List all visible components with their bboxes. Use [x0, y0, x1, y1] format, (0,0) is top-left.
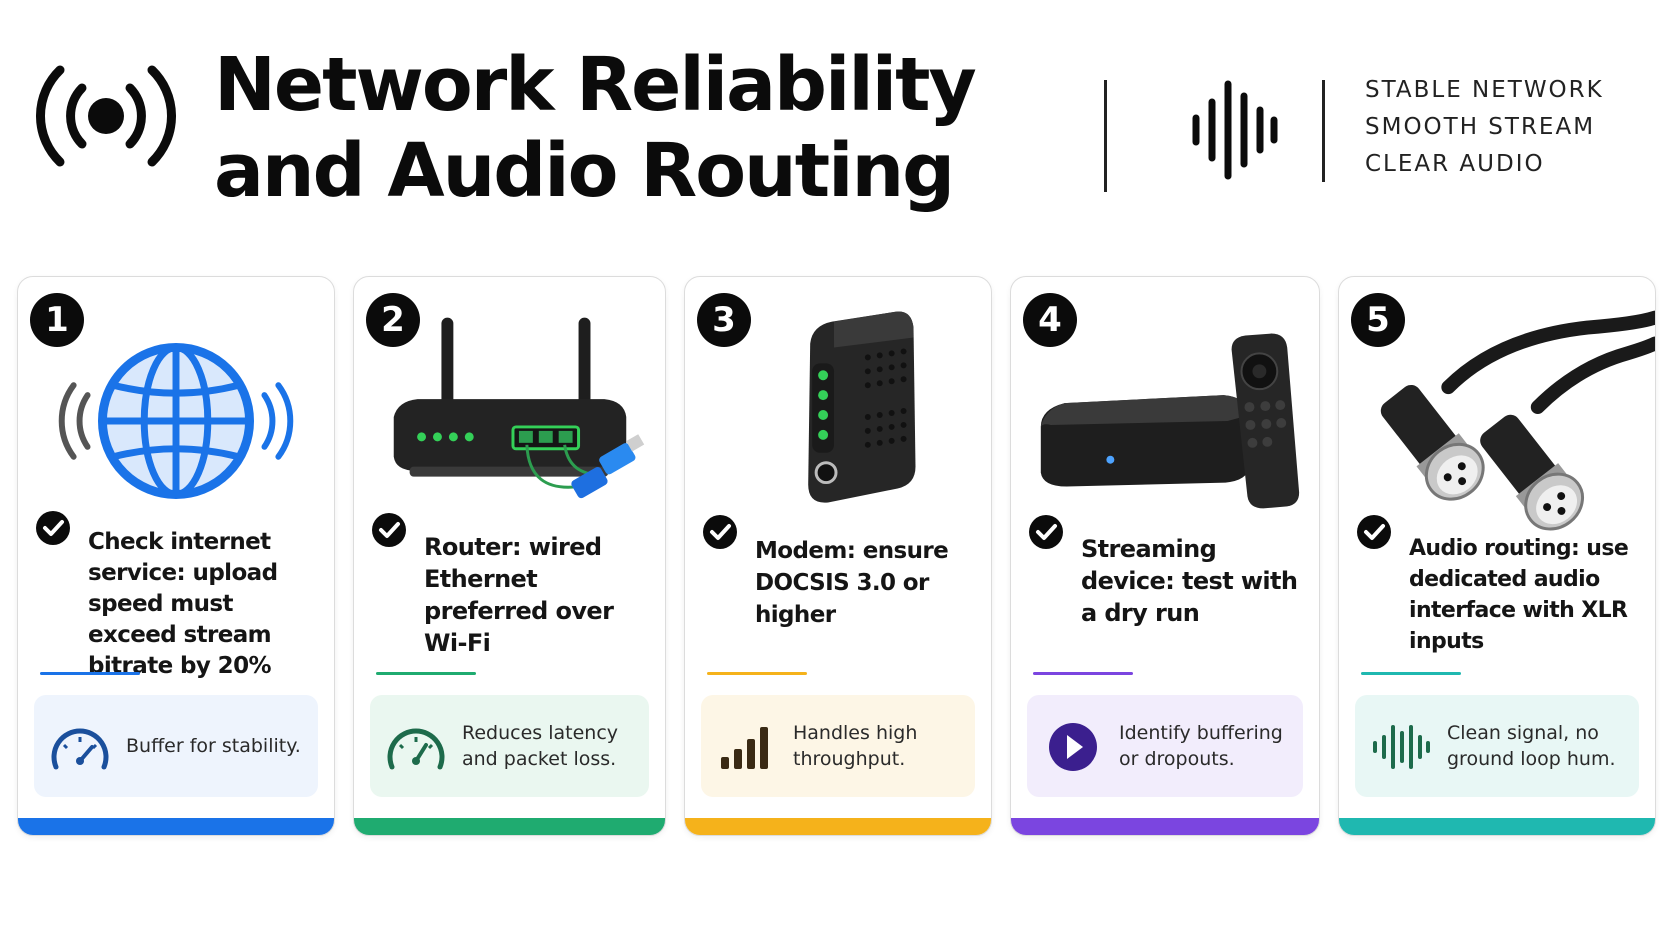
taglines: STABLE NETWORK SMOOTH STREAM CLEAR AUDIO [1365, 72, 1604, 183]
check-icon [703, 515, 737, 549]
accent-line [707, 672, 807, 675]
benefit-box: Clean signal, no ground loop hum. [1355, 695, 1639, 797]
benefit-text: Buffer for stability. [126, 735, 301, 757]
step-number: 3 [697, 293, 751, 347]
benefit-text: Identify buffering or dropouts. [1119, 722, 1283, 770]
check-icon [1029, 515, 1063, 549]
accent-line [40, 672, 140, 675]
step-card-2: 2 Router: wired Ethernet preferred over … [353, 276, 666, 836]
accent-line [376, 672, 476, 675]
step-headline: Audio routing: use dedicated audio inter… [1409, 536, 1629, 654]
check-icon [1357, 515, 1391, 549]
accent-line [1033, 672, 1133, 675]
title-line-2: and Audio Routing [214, 128, 955, 214]
benefit-box: Reduces latency and packet loss. [370, 695, 649, 797]
benefit-box: Handles high throughput. [701, 695, 975, 797]
benefit-text: Clean signal, no ground loop hum. [1447, 722, 1616, 770]
step-number: 4 [1023, 293, 1077, 347]
xlr-cable-icon [1380, 310, 1655, 531]
title-line-1: Network Reliability [214, 42, 977, 128]
tagline: STABLE NETWORK [1365, 77, 1604, 103]
tagline: SMOOTH STREAM [1365, 114, 1596, 140]
page-title: Network Reliability and Audio Routing [214, 42, 977, 214]
accent-bar [354, 818, 665, 835]
benefit-text: Handles high throughput. [793, 722, 918, 770]
check-icon [372, 513, 406, 547]
signal-bars-icon [721, 727, 768, 769]
play-icon [1049, 723, 1097, 771]
step-card-5: 5 Audio routing: use dedicated audio int… [1338, 276, 1656, 836]
step-card-4: 4 Streaming device: test with a dry run … [1010, 276, 1320, 836]
step-number: 2 [366, 293, 420, 347]
modem-icon [808, 311, 916, 503]
accent-bar [1339, 818, 1655, 835]
step-card-3: 3 Modem: ensure DOCSIS 3.0 or higher Han… [684, 276, 992, 836]
benefit-text: Reduces latency and packet loss. [462, 722, 619, 770]
step-headline: Modem: ensure DOCSIS 3.0 or higher [755, 538, 949, 628]
check-icon [36, 511, 70, 545]
divider [1322, 80, 1325, 182]
sound-wave-icon [1192, 80, 1278, 180]
accent-bar [18, 818, 334, 835]
accent-line [1361, 672, 1461, 675]
benefit-box: Buffer for stability. [34, 695, 318, 797]
audio-wave-icon [1373, 725, 1430, 769]
gauge-icon [387, 728, 445, 770]
globe-icon [58, 342, 294, 499]
accent-bar [1011, 818, 1319, 835]
divider [1104, 80, 1107, 192]
broadcast-icon [36, 65, 176, 167]
step-headline: Router: wired Ethernet preferred over Wi… [424, 533, 614, 657]
accent-bar [685, 818, 991, 835]
step-card-1: 1 Check internet service: upload speed m… [17, 276, 335, 836]
streaming-box-icon [1040, 333, 1300, 509]
step-number: 1 [30, 293, 84, 347]
tagline: CLEAR AUDIO [1365, 151, 1545, 177]
benefit-box: Identify buffering or dropouts. [1027, 695, 1303, 797]
step-number: 5 [1351, 293, 1405, 347]
step-headline: Check internet service: upload speed mus… [88, 529, 278, 679]
step-headline: Streaming device: test with a dry run [1081, 535, 1298, 627]
router-icon [393, 317, 645, 499]
speedometer-icon [51, 728, 109, 770]
